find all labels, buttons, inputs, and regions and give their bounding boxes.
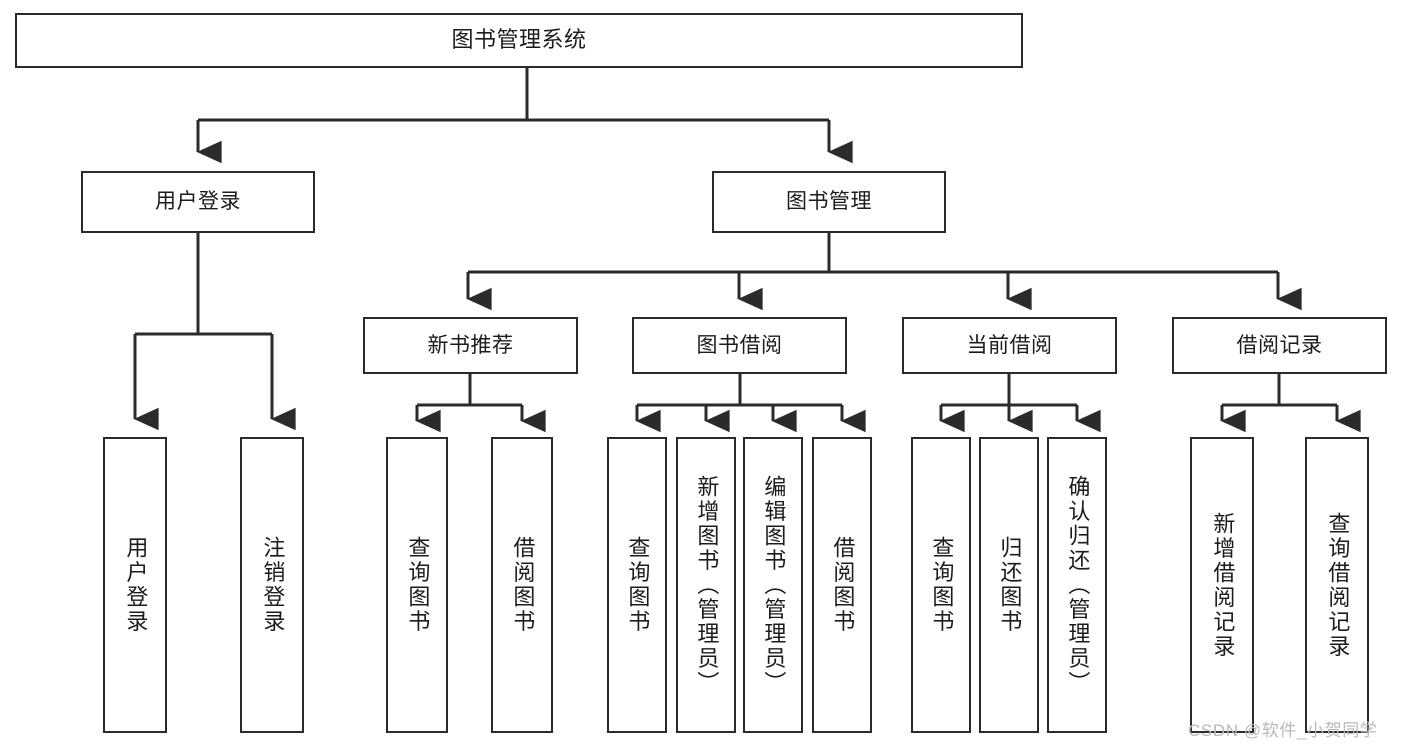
node-label: 查询图书 — [929, 536, 955, 634]
node-label: 图书管理 — [786, 190, 872, 214]
node-leaf-logout[interactable]: 注销登录 — [240, 437, 304, 733]
node-label: 图书管理系统 — [451, 27, 587, 53]
node-label: 确认归还（管理员） — [1065, 474, 1091, 696]
node-leaf-add-book-admin[interactable]: 新增图书（管理员） — [676, 437, 736, 733]
node-label: 当前借阅 — [966, 333, 1053, 357]
node-root-system[interactable]: 图书管理系统 — [15, 13, 1023, 68]
node-borrowing-records[interactable]: 借阅记录 — [1172, 317, 1387, 374]
node-label: 新增图书（管理员） — [694, 474, 720, 696]
node-new-book-recommendation[interactable]: 新书推荐 — [363, 317, 578, 374]
node-leaf-borrow-book-nb[interactable]: 借阅图书 — [491, 437, 553, 733]
node-leaf-edit-book-admin[interactable]: 编辑图书（管理员） — [743, 437, 803, 733]
node-book-borrowing[interactable]: 图书借阅 — [632, 317, 847, 374]
node-label: 查询图书 — [405, 536, 431, 634]
node-leaf-user-login[interactable]: 用户登录 — [103, 437, 167, 733]
node-label: 查询图书 — [625, 536, 651, 634]
watermark-text: CSDN @软件_小贺同学 — [1188, 721, 1378, 740]
node-leaf-confirm-return-admin[interactable]: 确认归还（管理员） — [1047, 437, 1107, 733]
node-label: 编辑图书（管理员） — [761, 474, 787, 696]
node-label: 新增借阅记录 — [1210, 511, 1236, 659]
node-current-borrowing[interactable]: 当前借阅 — [902, 317, 1117, 374]
node-leaf-borrow-book-bb[interactable]: 借阅图书 — [812, 437, 872, 733]
node-user-login[interactable]: 用户登录 — [81, 171, 315, 233]
node-book-management[interactable]: 图书管理 — [712, 171, 946, 233]
node-leaf-return-book[interactable]: 归还图书 — [979, 437, 1039, 733]
node-label: 借阅记录 — [1236, 333, 1323, 357]
node-leaf-query-book-cb[interactable]: 查询图书 — [911, 437, 971, 733]
node-label: 查询借阅记录 — [1325, 511, 1351, 659]
node-label: 用户登录 — [155, 190, 241, 214]
node-label: 借阅图书 — [510, 536, 536, 634]
node-leaf-query-book-bb[interactable]: 查询图书 — [607, 437, 667, 733]
node-label: 归还图书 — [997, 536, 1023, 634]
node-label: 新书推荐 — [427, 333, 514, 357]
node-label: 注销登录 — [260, 536, 286, 634]
node-leaf-add-borrow-record[interactable]: 新增借阅记录 — [1190, 437, 1254, 733]
node-label: 用户登录 — [123, 536, 149, 634]
node-label: 图书借阅 — [696, 333, 783, 357]
node-leaf-query-book-nb[interactable]: 查询图书 — [386, 437, 448, 733]
node-leaf-query-borrow-record[interactable]: 查询借阅记录 — [1305, 437, 1369, 733]
node-label: 借阅图书 — [830, 536, 856, 634]
